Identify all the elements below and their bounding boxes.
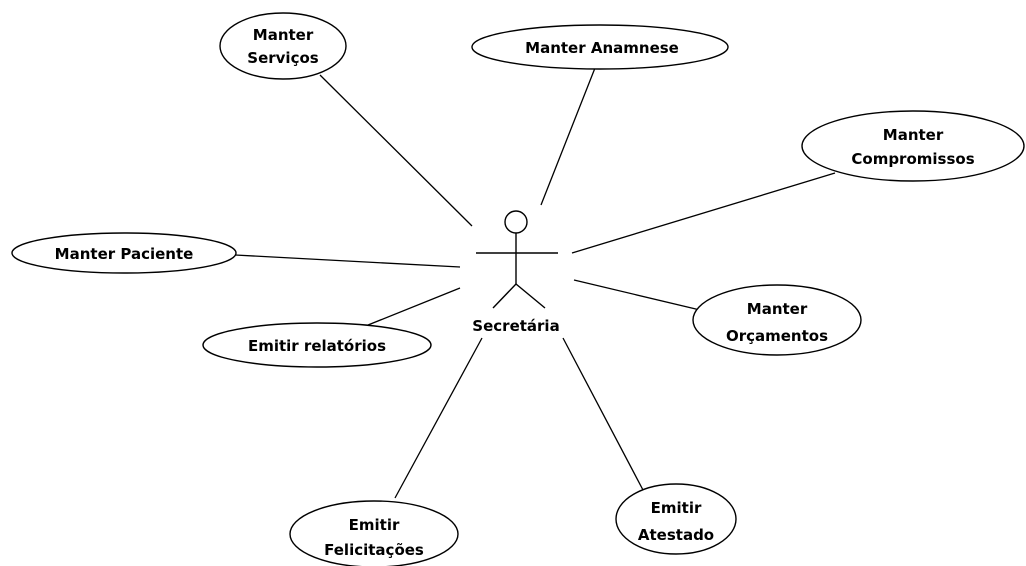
use-case-label-line1: Manter (253, 26, 314, 44)
use-case-label: Emitir relatórios (248, 337, 386, 355)
association-felicitacoes (394, 337, 483, 499)
use-case-manter-compromissos: Manter Compromissos (801, 110, 1025, 182)
association-compromissos (571, 172, 836, 254)
association-servicos (319, 74, 473, 227)
actor-label: Secretária (472, 317, 559, 335)
use-case-ellipse (615, 483, 737, 555)
association-anamnese (540, 67, 596, 206)
use-case-manter-servicos: Manter Serviços (219, 12, 347, 80)
use-case-ellipse (289, 500, 459, 566)
actor-right-leg (515, 283, 546, 309)
actor-secretaria: Secretária (472, 210, 560, 335)
use-case-manter-paciente: Manter Paciente (11, 232, 237, 274)
use-case-ellipse (11, 232, 237, 274)
associations (234, 67, 836, 499)
use-case-label-line1: Manter (747, 300, 808, 318)
use-case-label-line2: Atestado (638, 526, 714, 544)
actor-left-leg (492, 283, 517, 309)
use-case-ellipse (219, 12, 347, 80)
association-paciente (234, 254, 461, 268)
use-case-emitir-felicitacoes: Emitir Felicitações (289, 500, 459, 566)
use-case-label-line2: Compromissos (851, 150, 974, 168)
use-case-label-line2: Felicitações (324, 541, 424, 559)
use-case-ellipse (471, 24, 729, 70)
use-case-label-line2: Serviços (247, 49, 318, 67)
use-case-label: Manter Anamnese (525, 39, 679, 57)
actor-head (504, 210, 528, 234)
use-case-label-line1: Emitir (651, 499, 702, 517)
use-case-label-line1: Manter (883, 126, 944, 144)
use-case-label-line2: Orçamentos (726, 327, 828, 345)
use-case-ellipse (202, 322, 432, 368)
use-case-manter-anamnese: Manter Anamnese (471, 24, 729, 70)
use-case-ellipse (801, 110, 1025, 182)
use-case-ellipse (692, 284, 862, 356)
association-relatorios (367, 287, 461, 326)
use-case-emitir-relatorios: Emitir relatórios (202, 322, 432, 368)
association-atestado (562, 337, 644, 491)
association-orcamentos (573, 279, 701, 311)
use-case-label: Manter Paciente (55, 245, 194, 263)
use-case-label-line1: Emitir (349, 516, 400, 534)
use-case-emitir-atestado: Emitir Atestado (615, 483, 737, 555)
use-case-manter-orcamentos: Manter Orçamentos (692, 284, 862, 356)
